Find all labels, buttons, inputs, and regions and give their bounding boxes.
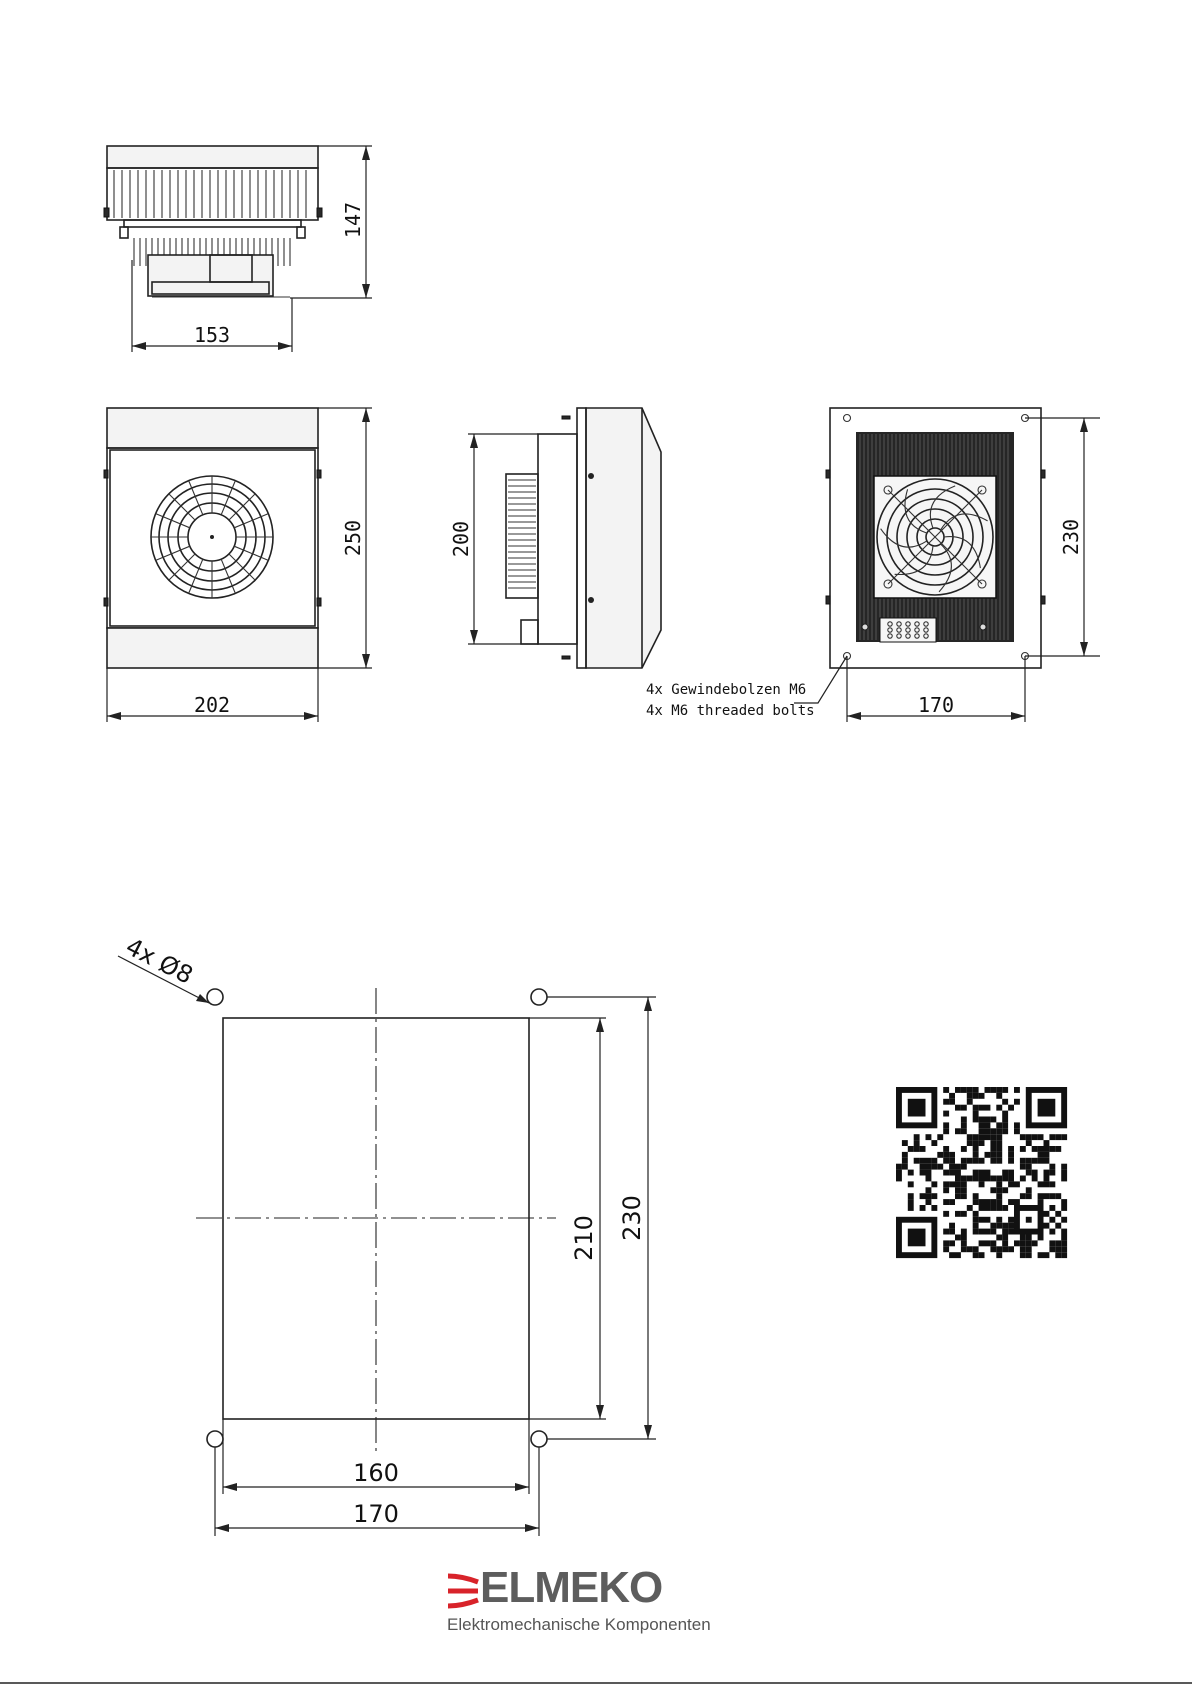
- dim-cutout-inner-height: 210: [570, 1215, 598, 1261]
- note-bolts-en: 4x M6 threaded bolts: [646, 703, 815, 719]
- rear-view: [794, 408, 1100, 722]
- qr-code-icon: [896, 1087, 1067, 1258]
- dim-rear-width: 170: [918, 693, 954, 717]
- dim-top-height: 147: [341, 202, 365, 238]
- dim-cutout-outer-width: 170: [353, 1500, 399, 1528]
- brand-logo-text: ELMEKO: [480, 1566, 662, 1610]
- dim-top-width: 153: [194, 323, 230, 347]
- brand-tagline: Elektromechanische Komponenten: [447, 1616, 711, 1633]
- front-fan-grill: [151, 476, 273, 598]
- note-bolts-de: 4x Gewindebolzen M6: [646, 682, 806, 698]
- dim-cutout-hole-note: 4x Ø8: [121, 932, 197, 989]
- top-view: [104, 146, 372, 352]
- elmeko-logo-mark-icon: [446, 1572, 480, 1610]
- dim-side-height: 200: [449, 521, 473, 557]
- dim-front-width: 202: [194, 693, 230, 717]
- dim-cutout-outer-height: 230: [618, 1195, 646, 1241]
- dim-rear-height: 230: [1059, 519, 1083, 555]
- dim-cutout-inner-width: 160: [353, 1459, 399, 1487]
- front-view: [104, 408, 372, 722]
- side-view: [468, 408, 661, 668]
- dim-front-height: 250: [341, 520, 365, 556]
